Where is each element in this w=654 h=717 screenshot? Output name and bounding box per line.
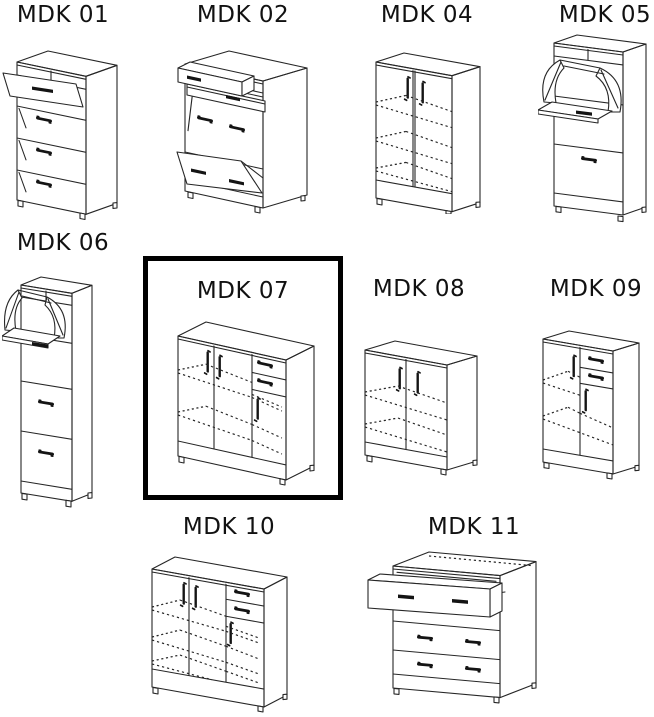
item-label: MDK 10 — [182, 514, 276, 540]
mdk-07-drawing — [177, 321, 315, 486]
mdk-02-drawing — [176, 50, 308, 214]
catalog-item-mdk-11[interactable]: MDK 11 — [360, 514, 548, 717]
catalog-item-mdk-02[interactable]: MDK 02 — [167, 2, 313, 220]
catalog-item-mdk-07[interactable]: MDK 07 — [143, 256, 343, 500]
mdk-10-drawing — [151, 556, 288, 713]
catalog-item-mdk-10[interactable]: MDK 10 — [143, 514, 313, 717]
item-label: MDK 02 — [196, 2, 290, 28]
item-label: MDK 11 — [427, 514, 521, 540]
catalog-item-mdk-01[interactable]: MDK 01 — [2, 2, 124, 226]
item-label: MDK 09 — [549, 276, 643, 302]
item-label: MDK 05 — [558, 2, 652, 28]
mdk-05-drawing — [538, 34, 647, 223]
mdk-09-drawing — [542, 330, 640, 480]
item-label: MDK 07 — [196, 278, 290, 304]
item-label: MDK 06 — [16, 230, 110, 256]
item-label: MDK 08 — [372, 276, 466, 302]
catalog-item-mdk-04[interactable]: MDK 04 — [366, 2, 482, 216]
mdk-08-drawing — [364, 340, 478, 476]
catalog-item-mdk-08[interactable]: MDK 08 — [357, 276, 483, 484]
catalog-item-mdk-05[interactable]: MDK 05 — [538, 2, 654, 228]
item-label: MDK 04 — [380, 2, 474, 28]
item-label: MDK 01 — [16, 2, 110, 28]
mdk-04-drawing — [375, 52, 481, 214]
catalog-item-mdk-09[interactable]: MDK 09 — [536, 276, 654, 488]
mdk-11-drawing — [367, 551, 537, 704]
mdk-01-drawing — [2, 50, 118, 221]
mdk-06-drawing — [2, 276, 93, 508]
catalog-item-mdk-06[interactable]: MDK 06 — [2, 230, 126, 514]
